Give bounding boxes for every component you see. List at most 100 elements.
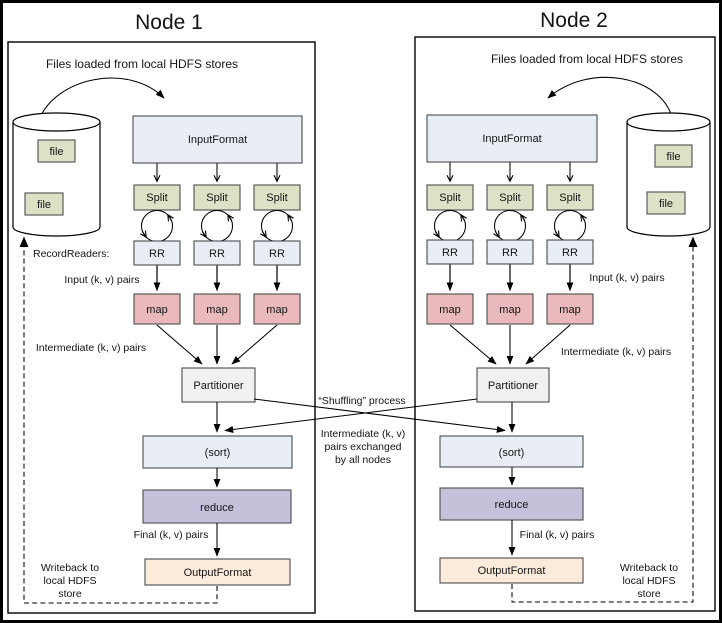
file-label: file — [37, 199, 51, 211]
map-label: map — [206, 304, 227, 316]
node2-writeback-label: local HDFS — [622, 575, 675, 587]
flow-arrow — [156, 324, 203, 365]
shuffle-arrow-node2-to-node1 — [224, 398, 478, 433]
node2-title: Node 2 — [540, 9, 608, 32]
node2-outputformat-box — [439, 557, 584, 584]
node2-final-pairs-label: Final (k, v) pairs — [520, 529, 595, 541]
node2-writeback-label: Writeback to — [620, 562, 678, 574]
node1-inputformat-label: InputFormat — [188, 134, 247, 146]
node2-outputformat-label: OutputFormat — [478, 565, 546, 577]
node1-recordreaders-label: RecordReaders: — [33, 248, 109, 260]
flow-arrow — [231, 324, 278, 365]
node2-partitioner-box — [476, 367, 550, 403]
node1-inputformat-box — [132, 115, 303, 164]
shuffle-arrow-node1-to-node2 — [253, 398, 506, 433]
shuffle-section: “Shuffling” process Intermediate (k, v) … — [224, 395, 506, 466]
node2-files-loaded-label: Files loaded from local HDFS stores — [491, 52, 683, 66]
rr-label: RR — [442, 247, 458, 259]
node2-inputformat-label: InputFormat — [482, 133, 541, 145]
map-box — [426, 293, 474, 325]
node2-writeback-arrowhead — [688, 236, 698, 247]
cylinder-top — [626, 112, 711, 132]
file-box — [646, 191, 686, 215]
node2-sort-label: (sort) — [499, 447, 525, 459]
split-label: Split — [146, 192, 167, 204]
shuffling-process-label: “Shuffling” process — [318, 395, 405, 407]
node1-writeback-label: local HDFS — [43, 575, 96, 587]
node1-panel: Node 1 Files loaded from local HDFS stor… — [7, 11, 316, 614]
node1-input-pairs-label: Input (k, v) pairs — [64, 274, 139, 286]
node1-files-loaded-label: Files loaded from local HDFS stores — [46, 57, 238, 71]
node1-reduce-label: reduce — [200, 502, 234, 514]
node1-load-arrow — [38, 77, 165, 121]
node1-outputformat-label: OutputFormat — [184, 567, 252, 579]
split-label: Split — [206, 192, 227, 204]
split-label: Split — [439, 192, 460, 204]
node2-reduce-box — [439, 487, 584, 521]
cylinder-top — [12, 112, 101, 132]
node2-hdfs-cylinder: file file — [626, 112, 711, 237]
exchange-label: Intermediate (k, v) — [321, 428, 406, 440]
node2-writeback-label: store — [637, 588, 661, 600]
node1-hdfs-cylinder: file file — [12, 112, 101, 237]
node1-sort-box — [142, 435, 293, 469]
flow-arrow — [525, 324, 571, 365]
node2-load-arrow — [547, 76, 673, 118]
flow-arrow — [449, 324, 497, 365]
rr-label: RR — [209, 248, 225, 260]
file-label: file — [659, 198, 673, 210]
file-label: file — [666, 151, 680, 163]
file-label: file — [49, 146, 63, 158]
node1-writeback-label: Writeback to — [41, 562, 99, 574]
map-box — [546, 293, 594, 325]
rr-box — [426, 239, 474, 265]
exchange-label: pairs exchanged — [324, 441, 401, 453]
rr-box — [546, 239, 594, 265]
rr-label: RR — [149, 248, 165, 260]
map-label: map — [439, 304, 460, 316]
node1-writeback-label: store — [58, 588, 82, 600]
node1-partitioner-label: Partitioner — [193, 380, 243, 392]
file-box — [24, 192, 64, 216]
split-label: Split — [499, 192, 520, 204]
map-label: map — [499, 304, 520, 316]
rr-box — [486, 239, 534, 265]
node2-border — [414, 36, 716, 612]
node2-reduce-label: reduce — [495, 499, 529, 511]
node1-partitioner-box — [181, 367, 256, 403]
rr-label: RR — [269, 248, 285, 260]
node1-title: Node 1 — [135, 11, 203, 34]
node2-writeback-path — [511, 247, 694, 603]
node1-intermediate-pairs-label: Intermediate (k, v) pairs — [36, 342, 146, 354]
map-label: map — [559, 304, 580, 316]
node1-reduce-box — [142, 489, 292, 524]
rr-label: RR — [502, 247, 518, 259]
node2-partitioner-label: Partitioner — [488, 380, 538, 392]
map-box — [193, 293, 241, 325]
split-box — [486, 184, 534, 211]
node2-intermediate-pairs-label: Intermediate (k, v) pairs — [561, 346, 671, 358]
rr-label: RR — [562, 247, 578, 259]
file-box — [37, 139, 76, 163]
rr-box — [193, 240, 241, 266]
node1-final-pairs-label: Final (k, v) pairs — [134, 529, 209, 541]
map-label: map — [266, 304, 287, 316]
node1-writeback-path — [23, 247, 218, 604]
node1-outputformat-box — [144, 558, 291, 586]
node2-inputformat-box — [426, 114, 598, 163]
node2-input-pairs-label: Input (k, v) pairs — [589, 272, 664, 284]
map-box — [486, 293, 534, 325]
split-box — [253, 184, 301, 211]
split-label: Split — [559, 192, 580, 204]
cylinder-body — [12, 122, 101, 237]
node1-border — [7, 41, 316, 614]
split-box — [193, 184, 241, 211]
split-label: Split — [266, 192, 287, 204]
map-box — [133, 293, 181, 325]
map-box — [253, 293, 301, 325]
node1-sort-label: (sort) — [205, 447, 231, 459]
node2-panel: Node 2 Files loaded from local HDFS stor… — [414, 9, 716, 612]
map-label: map — [146, 304, 167, 316]
